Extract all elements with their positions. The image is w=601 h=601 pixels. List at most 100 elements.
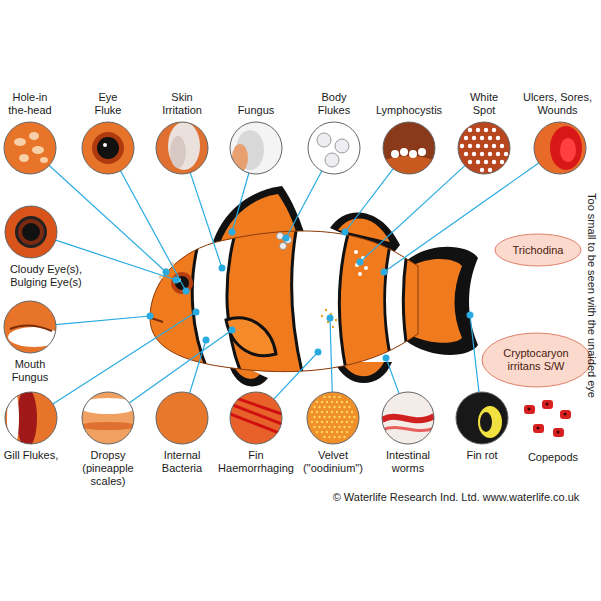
inset-detail [348, 426, 350, 428]
copepod-icon [533, 424, 544, 433]
inset-circle [229, 391, 283, 445]
white-spot [358, 272, 362, 276]
inset-detail [351, 411, 353, 413]
inset-circle [3, 300, 57, 354]
inset-detail [484, 128, 488, 132]
inset-detail [317, 133, 331, 147]
inset-detail [480, 136, 484, 140]
leader-dot [193, 309, 200, 316]
inset-detail [331, 421, 333, 423]
inset-detail [323, 416, 325, 418]
inset-detail [17, 391, 37, 445]
copepod-eye [546, 403, 549, 406]
leader-dot [173, 277, 180, 284]
leader-dot [229, 229, 236, 236]
inset-border [230, 122, 282, 174]
label-block: Ulcers, Sores, Wounds [517, 91, 598, 117]
leader-line [345, 169, 393, 232]
disease-inset: Hole-in the-head [3, 91, 57, 175]
inset-border [382, 392, 434, 444]
inset-detail [560, 138, 576, 162]
disease-label: Ulcers, Sores, Wounds [517, 91, 598, 117]
inset-detail [230, 404, 282, 424]
inset-ground [4, 122, 56, 174]
inset-detail [472, 136, 476, 140]
inset-detail [230, 414, 282, 434]
note-oval: Cryptocaryon irritans S/W [481, 332, 592, 388]
disease-label: Gill Flukes, [3, 449, 59, 462]
inset-detail [333, 416, 335, 418]
velvet-dot [321, 315, 323, 317]
fish-outline [150, 231, 418, 372]
inset-detail [504, 152, 508, 156]
inset-detail [318, 406, 320, 408]
inset-detail [338, 426, 340, 428]
inset-detail [331, 401, 333, 403]
copepod-icon [524, 405, 535, 414]
inset-circle [306, 391, 360, 445]
inset-detail [318, 426, 320, 428]
leader [342, 169, 394, 236]
inset-detail [32, 146, 44, 154]
inset-ground [230, 392, 282, 444]
velvet-dot [325, 309, 327, 311]
leader [357, 166, 465, 266]
disease-inset: Body Flukes [307, 91, 361, 175]
inset-detail [341, 431, 343, 433]
inset-detail [316, 411, 318, 413]
leader [53, 309, 200, 404]
inset-border [458, 122, 510, 174]
inset-detail [19, 154, 29, 162]
copepod-eye [537, 427, 540, 430]
leader-dot [147, 313, 154, 320]
inset-detail [338, 416, 340, 418]
inset-ground [5, 206, 57, 258]
inset-detail [328, 416, 330, 418]
inset-detail [328, 426, 330, 428]
inset-detail [418, 148, 426, 156]
inset-detail [484, 160, 488, 164]
leader [56, 313, 154, 325]
inset-detail [382, 416, 434, 420]
leader-line [470, 315, 479, 392]
inset-detail [343, 436, 345, 438]
inset-detail [346, 431, 348, 433]
inset-ground [308, 122, 360, 174]
label-block: Gill Flukes, [3, 449, 59, 462]
inset-detail [323, 406, 325, 408]
inset-detail [346, 411, 348, 413]
leader [49, 166, 169, 276]
inset-detail [492, 160, 496, 164]
fish-mouth [151, 318, 163, 322]
label-block: Intestinal worms [378, 449, 439, 475]
inset-detail [313, 416, 315, 418]
inset-detail [468, 144, 472, 148]
inset-ground [156, 122, 208, 174]
inset-detail [92, 132, 124, 164]
label-block: Mouth Fungus [7, 358, 53, 384]
leader-dot [183, 288, 190, 295]
inset-border [4, 122, 56, 174]
inset-detail [333, 396, 335, 398]
disease-inset: Velvet ("oodinium") [295, 391, 371, 475]
leader [229, 173, 249, 236]
inset-detail [333, 436, 335, 438]
inset-detail [316, 421, 318, 423]
leader-line [53, 312, 196, 404]
label-block: Fin Haemorrhaging [213, 449, 299, 475]
label-block: Cryptocaryon irritans S/W [498, 347, 574, 373]
leader-dot [315, 349, 322, 356]
inset-ground [382, 392, 434, 444]
label-block: Lymphocystis [375, 104, 443, 117]
inset-circle [81, 121, 135, 175]
leader-dot [342, 229, 349, 236]
leader-line [190, 173, 222, 268]
copyright-note: © Waterlife Research Ind. Ltd. www.water… [333, 491, 580, 504]
inset-detail [464, 136, 468, 140]
inset-detail [40, 157, 48, 163]
disease-inset: Mouth Fungus [3, 300, 57, 384]
inset-detail [484, 144, 488, 148]
inset-detail [488, 152, 492, 156]
inset-detail [460, 144, 464, 148]
